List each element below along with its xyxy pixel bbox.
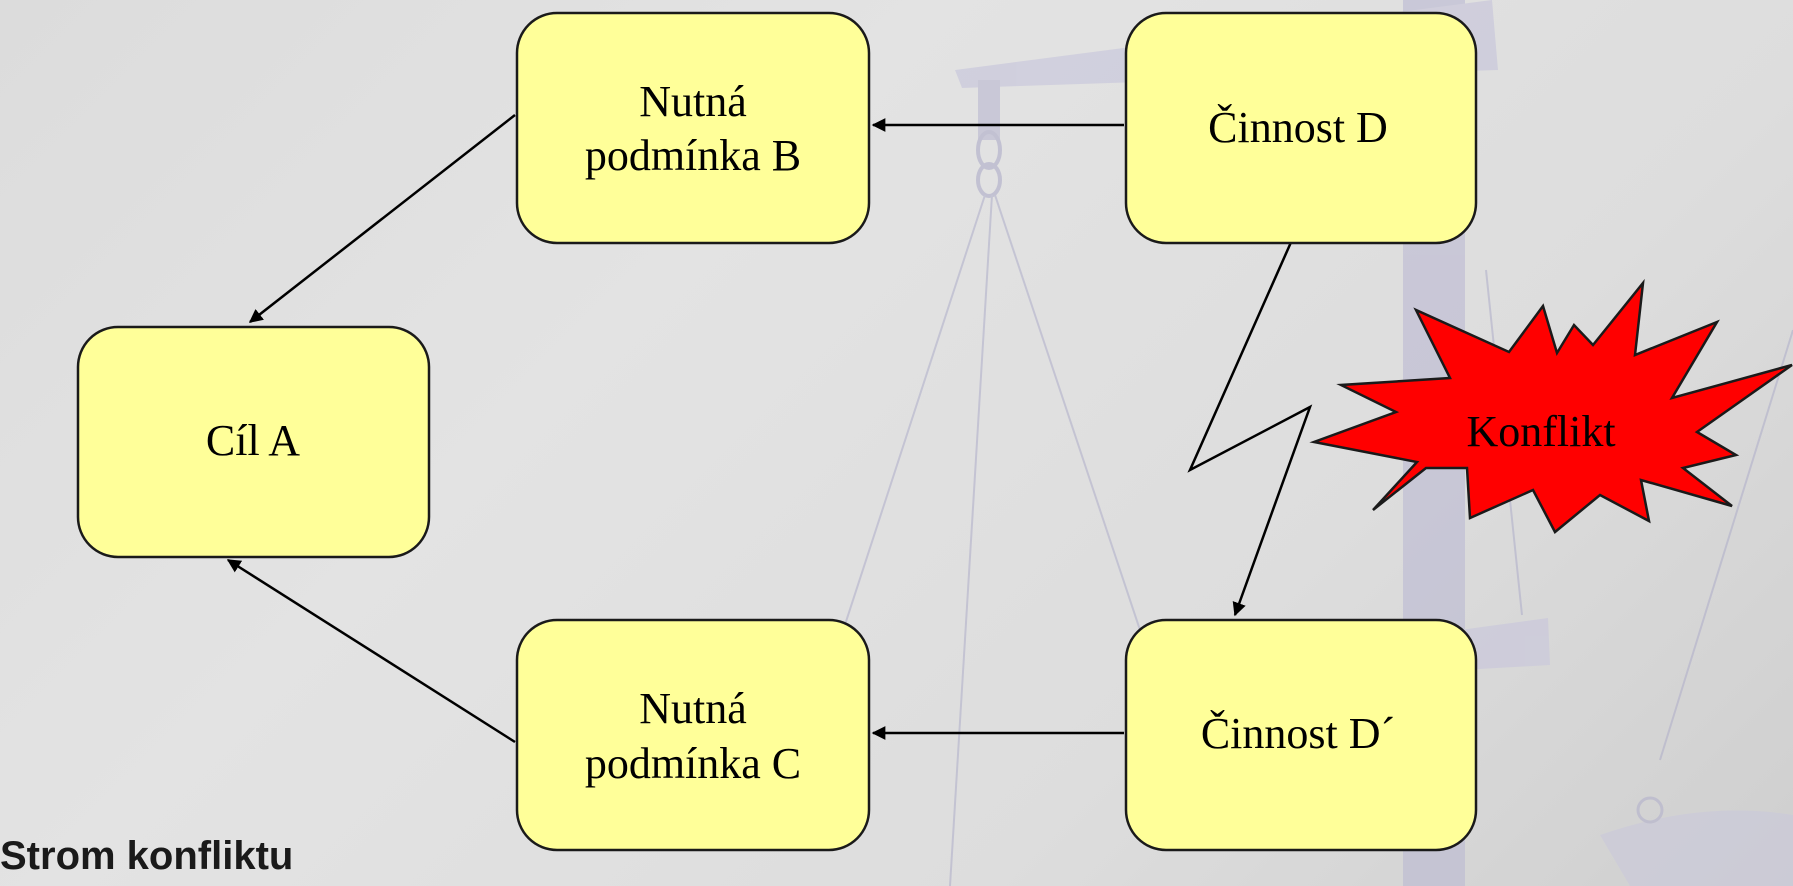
box-condition-c-label-1: Nutná: [639, 684, 747, 733]
arrow-b-to-a: [248, 114, 516, 323]
box-action-d: Činnost D: [1124, 11, 1478, 245]
box-condition-c: Nutná podmínka C: [515, 618, 871, 852]
box-condition-c-label-2: podmínka C: [585, 739, 801, 788]
box-goal-a-label: Cíl A: [206, 416, 300, 465]
starburst-icon: [1309, 278, 1793, 534]
box-action-d-prime: Činnost D´: [1124, 618, 1478, 852]
conflict-label: Konflikt: [1466, 407, 1615, 456]
caption-title: Strom konfliktu: [0, 834, 294, 878]
arrows: [226, 114, 1313, 744]
box-condition-b-label-2: podmínka B: [585, 131, 801, 180]
box-action-d-prime-label: Činnost D´: [1201, 709, 1395, 758]
box-action-d-label: Činnost D: [1208, 103, 1388, 152]
box-condition-b-label-1: Nutná: [639, 77, 747, 126]
lightning-conflict-arrow: [1187, 239, 1313, 617]
box-goal-a: Cíl A: [76, 325, 431, 559]
box-condition-b: Nutná podmínka B: [515, 11, 871, 245]
conflict-starburst: Konflikt: [1309, 278, 1793, 534]
arrow-c-to-a: [226, 558, 516, 744]
diagram-boxes: Cíl A Nutná podmínka B Nutná podmínka C …: [76, 11, 1478, 852]
